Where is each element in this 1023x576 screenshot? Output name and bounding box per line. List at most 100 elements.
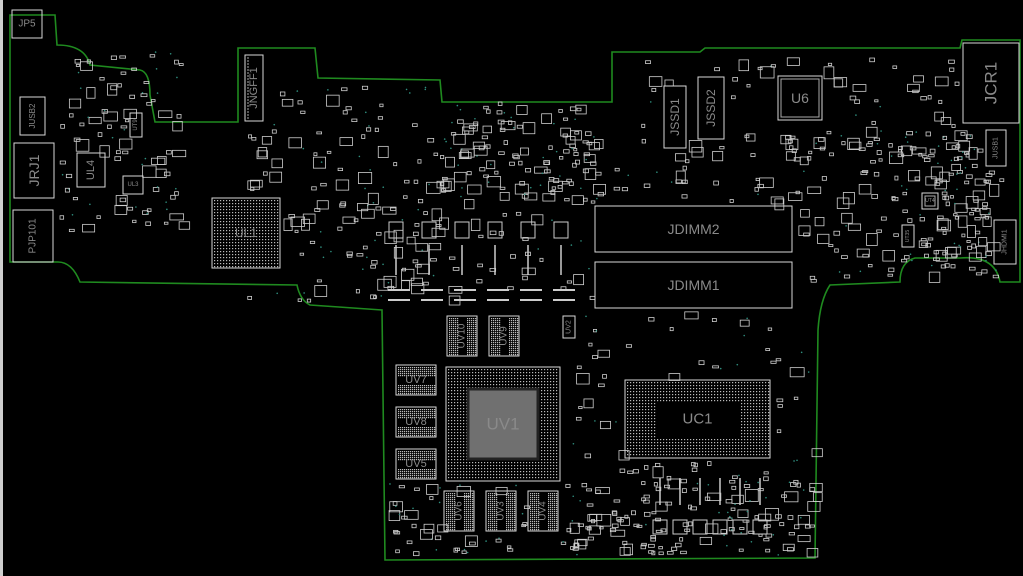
component-uv8[interactable]: UV8 xyxy=(395,406,437,438)
component-body xyxy=(594,205,793,253)
component-body xyxy=(985,129,1007,167)
component-label: UV9 xyxy=(499,326,510,346)
ball-grid xyxy=(530,493,558,531)
component-body xyxy=(485,490,517,532)
component-label: JP5 xyxy=(18,19,36,30)
board-outline xyxy=(9,14,1021,561)
window-left-edge xyxy=(0,0,3,576)
component-body xyxy=(777,75,823,121)
component-label: UV3 xyxy=(496,501,507,521)
component-label: UV8 xyxy=(405,416,426,428)
ball-grid xyxy=(488,493,516,531)
component-label: JHDMI1 xyxy=(1002,229,1009,254)
component-label: JDIMM2 xyxy=(667,221,719,237)
component-label: JCR1 xyxy=(982,62,1001,105)
component-label: UT4 xyxy=(925,198,935,204)
component-body xyxy=(443,490,475,532)
component-body xyxy=(624,379,771,459)
component-uv1[interactable]: UV1 xyxy=(445,366,561,482)
ball-grid xyxy=(627,382,770,456)
component-label: PJP101 xyxy=(28,218,39,253)
ball-grid xyxy=(398,409,436,437)
component-uv9[interactable]: UV9 xyxy=(488,315,520,357)
component-body xyxy=(488,315,520,357)
component-jhdmi1[interactable]: JHDMI1 xyxy=(993,219,1017,265)
component-pjp101[interactable]: PJP101 xyxy=(12,209,54,263)
component-label: UV1 xyxy=(486,415,519,434)
component-ut9[interactable]: UT9 xyxy=(129,112,143,138)
component-ul4[interactable]: UL4 xyxy=(76,152,106,188)
component-label: UL3 xyxy=(127,182,139,188)
component-label: UV4 xyxy=(538,501,549,521)
component-label: UV6 xyxy=(454,501,465,521)
component-label: UT35 xyxy=(905,230,911,242)
component-body xyxy=(12,209,54,263)
component-jp5[interactable]: JP5 xyxy=(11,9,43,39)
component-uv6[interactable]: UV6 xyxy=(443,490,475,532)
component-body xyxy=(76,152,106,188)
component-label: UL4 xyxy=(85,160,97,180)
component-body xyxy=(663,85,687,149)
component-uv3[interactable]: UV3 xyxy=(485,490,517,532)
component-ul3[interactable]: UL3 xyxy=(122,175,144,195)
ball-grid xyxy=(398,367,436,395)
component-jssd2[interactable]: JSSD2 xyxy=(697,76,725,140)
component-body xyxy=(446,315,478,357)
component-uv2[interactable]: UV2 xyxy=(562,315,576,339)
component-uv4[interactable]: UV4 xyxy=(527,490,559,532)
component-ut35[interactable]: UT35 xyxy=(901,224,915,248)
ball-grid xyxy=(214,200,279,268)
ball-grid xyxy=(491,318,519,356)
component-label: JUSB2 xyxy=(28,103,37,128)
component-label: UL1 xyxy=(235,226,257,240)
component-body xyxy=(13,142,55,199)
component-ul1[interactable]: UL1 xyxy=(211,197,281,269)
component-body xyxy=(395,364,437,396)
component-label: UV10 xyxy=(457,323,468,348)
component-jngff1[interactable]: JNGFF1 xyxy=(244,54,264,122)
component-label: JDIMM1 xyxy=(667,277,719,293)
component-label: JUSB1 xyxy=(993,137,1000,159)
component-body xyxy=(445,366,561,482)
component-body xyxy=(211,197,281,269)
component-jcr1[interactable]: JCR1 xyxy=(962,42,1020,124)
component-uv7[interactable]: UV7 xyxy=(395,364,437,396)
component-uv5[interactable]: UV5 xyxy=(395,448,437,480)
component-body xyxy=(594,261,793,309)
component-label: JNGFF1 xyxy=(248,67,260,109)
component-label: UT9 xyxy=(133,119,139,131)
component-body xyxy=(129,112,143,138)
component-body xyxy=(395,406,437,438)
component-body xyxy=(527,490,559,532)
component-body xyxy=(122,175,144,195)
component-body xyxy=(19,96,46,136)
component-u6[interactable]: U6 xyxy=(777,75,823,121)
component-jdimm1[interactable]: JDIMM1 xyxy=(594,261,793,309)
component-jdimm2[interactable]: JDIMM2 xyxy=(594,205,793,253)
component-label: UV5 xyxy=(405,458,426,470)
component-body xyxy=(562,315,576,339)
ball-grid xyxy=(398,451,436,479)
component-label: JSSD2 xyxy=(704,89,718,127)
component-label: UV7 xyxy=(405,374,426,386)
component-label: JSSD1 xyxy=(668,98,682,136)
component-body xyxy=(901,224,915,248)
component-uv10[interactable]: UV10 xyxy=(446,315,478,357)
component-ut4[interactable]: UT4 xyxy=(921,192,939,210)
component-jusb2[interactable]: JUSB2 xyxy=(19,96,46,136)
component-body xyxy=(244,54,264,122)
ball-grid xyxy=(446,493,474,531)
component-label: UC1 xyxy=(682,411,712,428)
component-body xyxy=(697,76,725,140)
ball-grid xyxy=(449,318,477,356)
component-jusb1[interactable]: JUSB1 xyxy=(985,129,1007,167)
smd-pads xyxy=(59,51,1005,558)
component-body xyxy=(921,192,939,210)
component-jssd1[interactable]: JSSD1 xyxy=(663,85,687,149)
component-uc1[interactable]: UC1 xyxy=(624,379,771,459)
component-label: U6 xyxy=(791,90,809,106)
component-body xyxy=(395,448,437,480)
component-label: JRJ1 xyxy=(26,154,42,186)
component-jrj1[interactable]: JRJ1 xyxy=(13,142,55,199)
